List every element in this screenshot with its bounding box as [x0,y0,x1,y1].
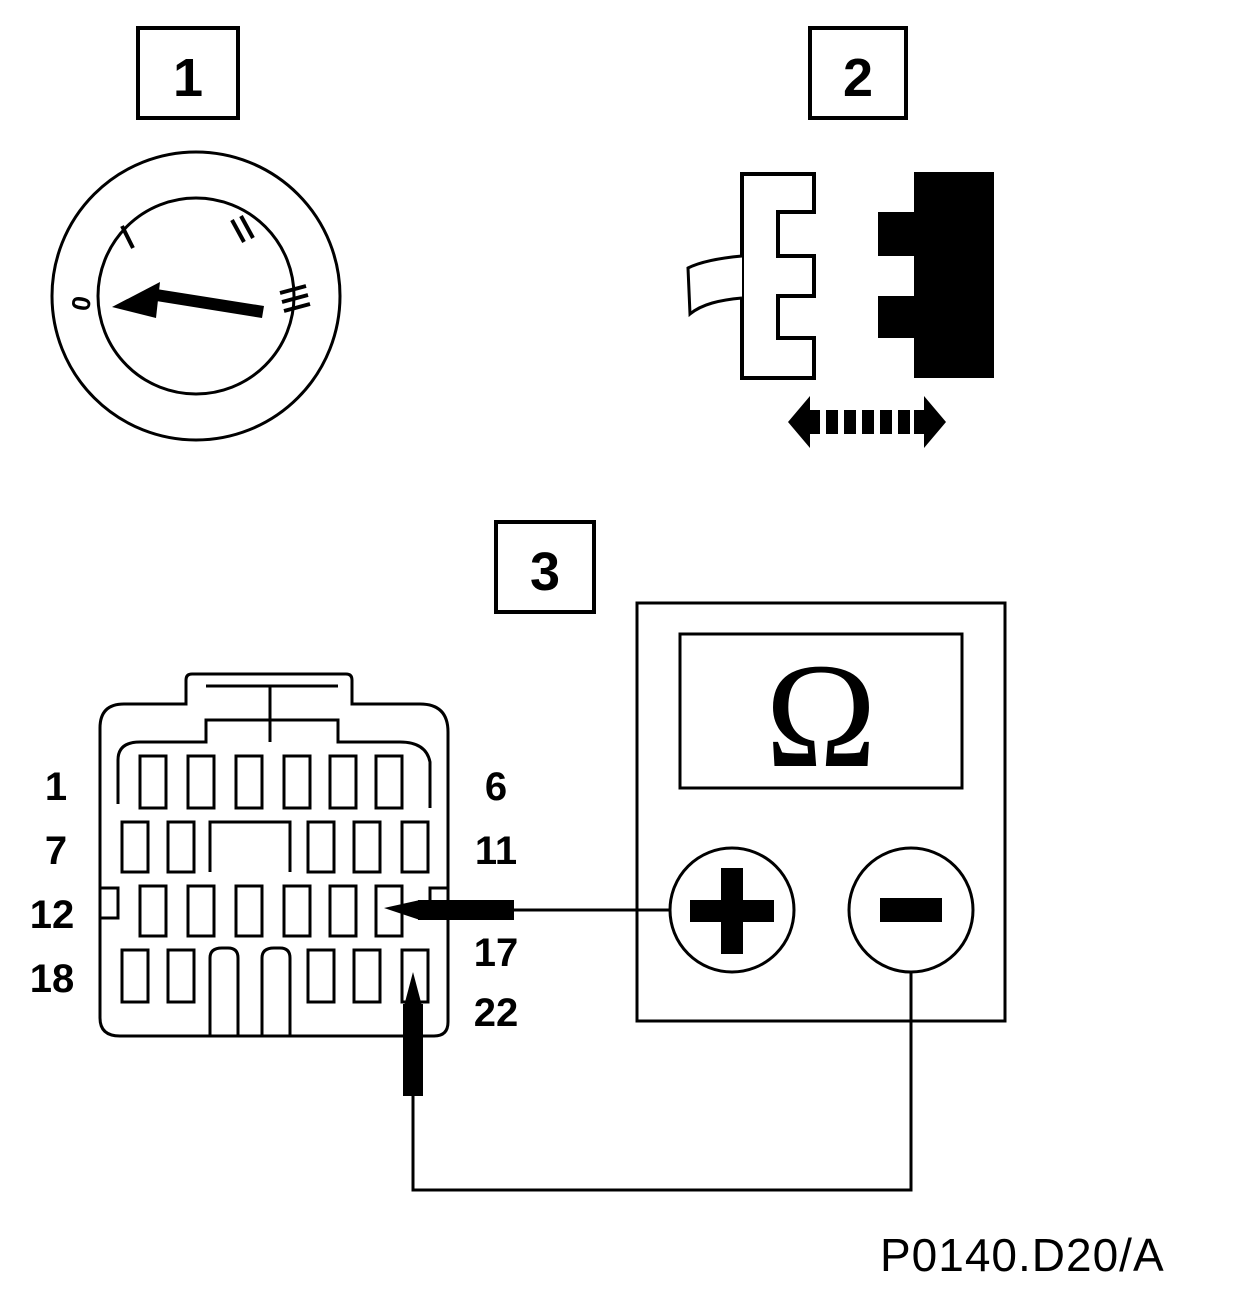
positive-terminal [668,846,796,974]
dial-position-II [230,215,255,243]
positive-probe-lead [384,900,670,920]
dial-position-0: 0 [65,294,97,313]
step-1-label: 1 [136,26,240,120]
pin-label-22: 22 [474,991,519,1035]
pin-label-12: 12 [30,893,75,937]
pin-row-2 [120,820,430,874]
negative-terminal [847,846,975,974]
connector-disconnect-icon [686,172,994,448]
connector-face-icon [98,672,450,1038]
ohm-symbol: Ω [765,633,876,799]
step-1-number: 1 [173,48,203,108]
pin-label-18: 18 [30,957,75,1001]
step-2-number: 2 [843,48,873,108]
pin-label-1: 1 [45,765,67,809]
pin-row-1 [138,754,404,810]
pin-label-6: 6 [485,765,507,809]
step-2-label: 2 [808,26,908,120]
pin-label-17: 17 [474,931,519,975]
pin-row-3 [100,884,448,938]
dial-position-I [120,225,135,249]
ignition-switch-icon: 0 [50,150,342,442]
step-3-label: 3 [494,520,596,614]
pin-label-11: 11 [475,829,517,873]
pin-label-7: 7 [45,829,67,873]
multimeter-display [678,632,964,790]
pin-row-4 [120,946,430,1036]
multimeter-icon: Ω [635,601,1007,1023]
wire-tab-icon [686,254,743,318]
step-3-number: 3 [530,542,560,602]
dial-position-III [279,284,311,313]
figure-reference: P0140.D20/A [880,1229,1165,1281]
socket-half-icon [878,172,994,378]
plug-half-icon [740,172,816,380]
minus-icon [880,898,942,922]
negative-probe-lead [403,972,913,1192]
dial-pointer-arrow [112,282,264,318]
double-arrow-icon [788,396,946,448]
